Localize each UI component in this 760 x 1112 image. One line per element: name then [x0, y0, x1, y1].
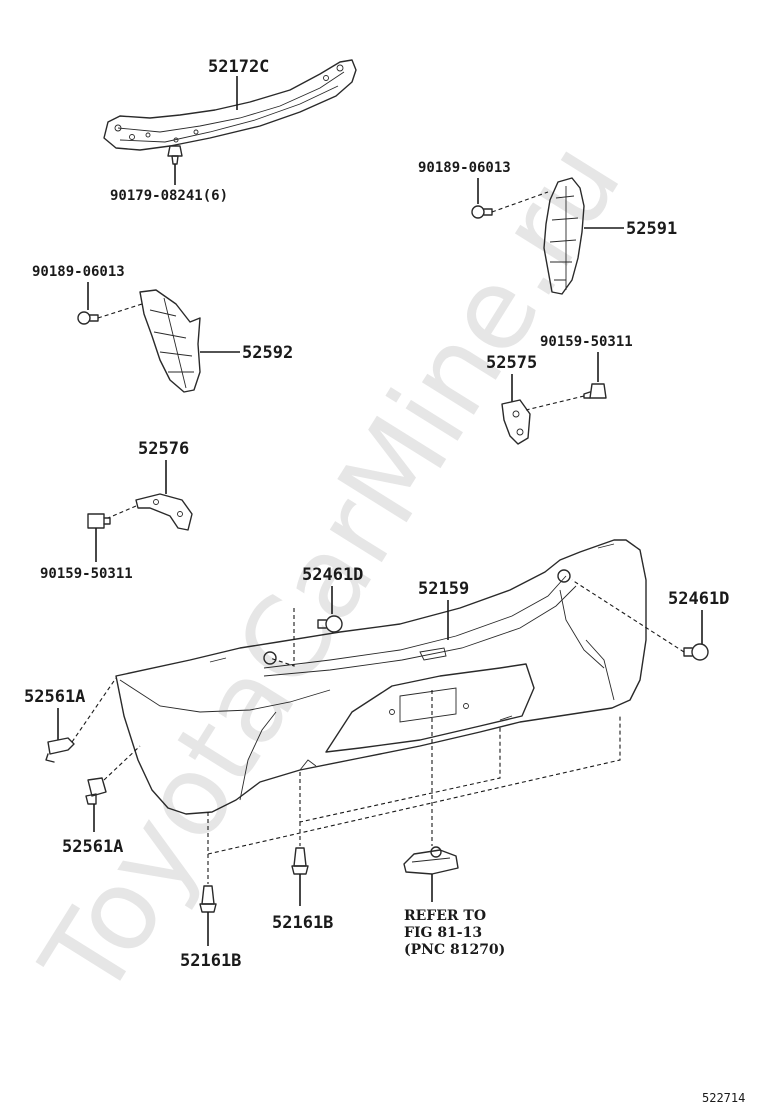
refer-line-3: (PNC 81270): [404, 942, 505, 958]
label-52461D-left: 52461D: [302, 565, 363, 585]
clip-bottom-mid-part[interactable]: [291, 847, 309, 875]
bumper-cover-part[interactable]: [115, 539, 647, 815]
label-52575: 52575: [486, 353, 537, 373]
clip-upper-part[interactable]: [167, 145, 183, 165]
label-52461D-right: 52461D: [668, 589, 729, 609]
label-52161B-mid: 52161B: [272, 913, 333, 933]
license-lamp-part[interactable]: [403, 846, 459, 875]
label-52576: 52576: [138, 439, 189, 459]
label-52561A-lower: 52561A: [62, 837, 123, 857]
label-90189-06013-left: 90189-06013: [32, 264, 125, 280]
screw-left-top-part[interactable]: [77, 311, 99, 325]
label-52561A-upper: 52561A: [24, 687, 85, 707]
support-left-part[interactable]: [135, 493, 193, 531]
label-52592: 52592: [242, 343, 293, 363]
bolt-right-part[interactable]: [583, 383, 607, 399]
clip-bottom-left-part[interactable]: [199, 885, 217, 913]
diagram-id: 522714: [702, 1091, 745, 1105]
label-90159-50311-right: 90159-50311: [540, 334, 633, 350]
label-90179-08241: 90179-08241(6): [110, 188, 228, 204]
label-52161B-left: 52161B: [180, 951, 241, 971]
bracket-left-part[interactable]: [139, 289, 201, 393]
label-52159: 52159: [418, 579, 469, 599]
bolt-left-part[interactable]: [87, 513, 111, 529]
screw-bumper-left-part[interactable]: [317, 615, 343, 633]
label-52172C: 52172C: [208, 57, 269, 77]
label-90159-50311-left: 90159-50311: [40, 566, 133, 582]
retainer-upper-part[interactable]: [103, 59, 357, 151]
support-right-part[interactable]: [501, 399, 531, 445]
refer-line-1: REFER TO: [404, 908, 486, 924]
clip-side-lower-part[interactable]: [85, 777, 107, 805]
label-52591: 52591: [626, 219, 677, 239]
clip-side-upper-part[interactable]: [45, 737, 75, 763]
bracket-right-part[interactable]: [543, 177, 585, 295]
refer-line-2: FIG 81-13: [404, 925, 482, 941]
screw-bumper-right-part[interactable]: [683, 643, 709, 661]
label-90189-06013-right: 90189-06013: [418, 160, 511, 176]
